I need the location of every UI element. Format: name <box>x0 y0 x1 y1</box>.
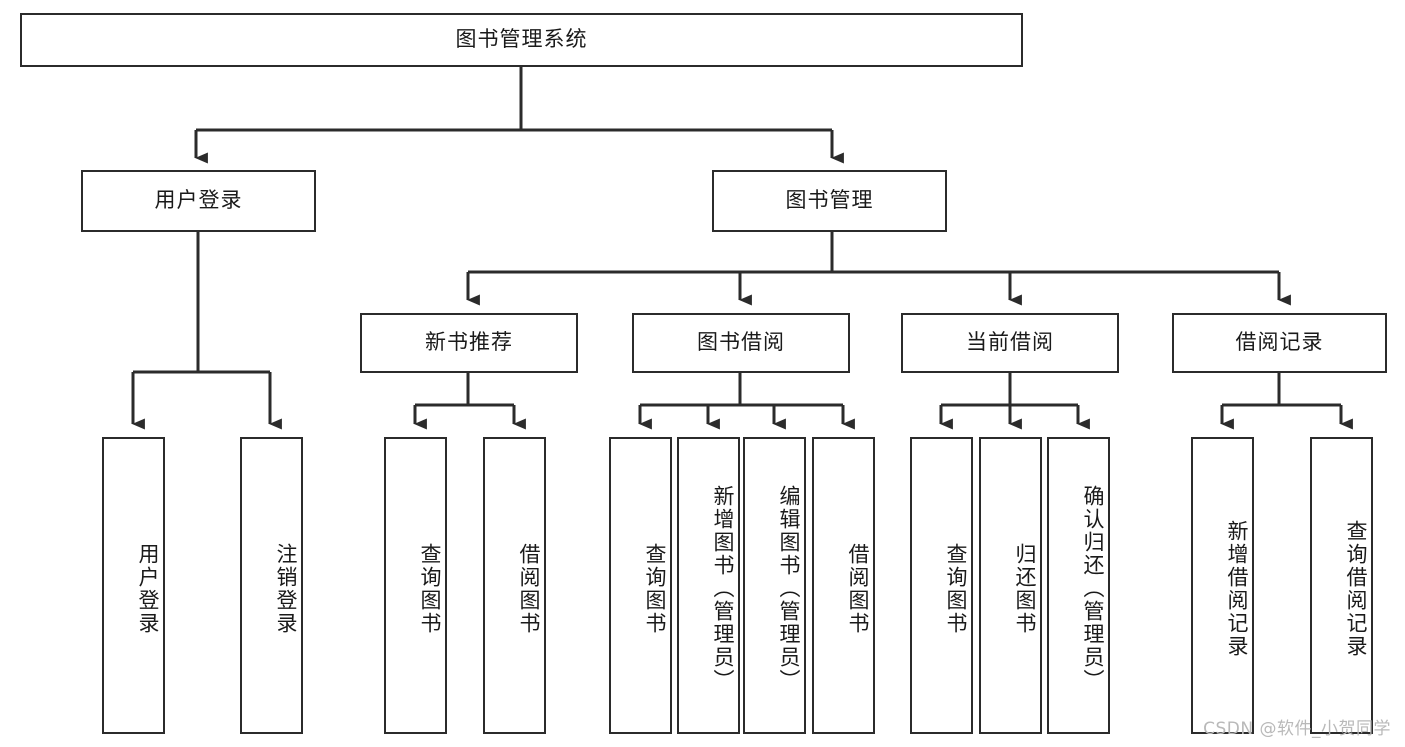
node-root-label: 图书管理系统 <box>455 27 588 52</box>
leaf-return-book[interactable]: 归还图书 <box>979 437 1042 734</box>
leaf-query-book-1-label: 查询图书 <box>418 542 442 635</box>
node-borrow-record[interactable]: 借阅记录 <box>1172 313 1387 373</box>
node-current-borrow[interactable]: 当前借阅 <box>901 313 1119 373</box>
leaf-edit-book-label: 编辑图书（管理员） <box>777 485 801 692</box>
leaf-return-book-label: 归还图书 <box>1013 542 1037 635</box>
node-new-book-rec[interactable]: 新书推荐 <box>360 313 578 373</box>
leaf-query-record[interactable]: 查询借阅记录 <box>1310 437 1373 734</box>
leaf-add-book[interactable]: 新增图书（管理员） <box>677 437 740 734</box>
leaf-borrow-book-2[interactable]: 借阅图书 <box>812 437 875 734</box>
node-book-borrow[interactable]: 图书借阅 <box>632 313 850 373</box>
leaf-query-book-2[interactable]: 查询图书 <box>609 437 672 734</box>
leaf-edit-book[interactable]: 编辑图书（管理员） <box>743 437 806 734</box>
leaf-add-book-label: 新增图书（管理员） <box>711 485 735 692</box>
leaf-add-record[interactable]: 新增借阅记录 <box>1191 437 1254 734</box>
node-root[interactable]: 图书管理系统 <box>20 13 1023 67</box>
node-book-manage[interactable]: 图书管理 <box>712 170 947 232</box>
node-user-login-label: 用户登录 <box>154 188 243 213</box>
node-borrow-record-label: 借阅记录 <box>1235 330 1324 355</box>
leaf-confirm-return[interactable]: 确认归还（管理员） <box>1047 437 1110 734</box>
leaf-logout[interactable]: 注销登录 <box>240 437 303 734</box>
node-book-borrow-label: 图书借阅 <box>697 330 785 355</box>
leaf-query-record-label: 查询借阅记录 <box>1344 519 1368 658</box>
leaf-confirm-return-label: 确认归还（管理员） <box>1081 485 1105 692</box>
leaf-add-record-label: 新增借阅记录 <box>1225 519 1249 658</box>
csdn-watermark: CSDN @软件_小贺同学 <box>1203 719 1391 739</box>
node-book-manage-label: 图书管理 <box>785 188 874 213</box>
leaf-borrow-book-1[interactable]: 借阅图书 <box>483 437 546 734</box>
leaf-borrow-book-1-label: 借阅图书 <box>517 542 541 635</box>
node-user-login[interactable]: 用户登录 <box>81 170 316 232</box>
node-current-borrow-label: 当前借阅 <box>966 330 1054 355</box>
node-new-book-rec-label: 新书推荐 <box>425 330 513 355</box>
leaf-query-book-2-label: 查询图书 <box>643 542 667 635</box>
leaf-query-book-3[interactable]: 查询图书 <box>910 437 973 734</box>
leaf-user-login[interactable]: 用户登录 <box>102 437 165 734</box>
leaf-logout-label: 注销登录 <box>274 542 298 635</box>
leaf-user-login-label: 用户登录 <box>136 542 160 635</box>
leaf-query-book-3-label: 查询图书 <box>944 542 968 635</box>
leaf-query-book-1[interactable]: 查询图书 <box>384 437 447 734</box>
leaf-borrow-book-2-label: 借阅图书 <box>846 542 870 635</box>
